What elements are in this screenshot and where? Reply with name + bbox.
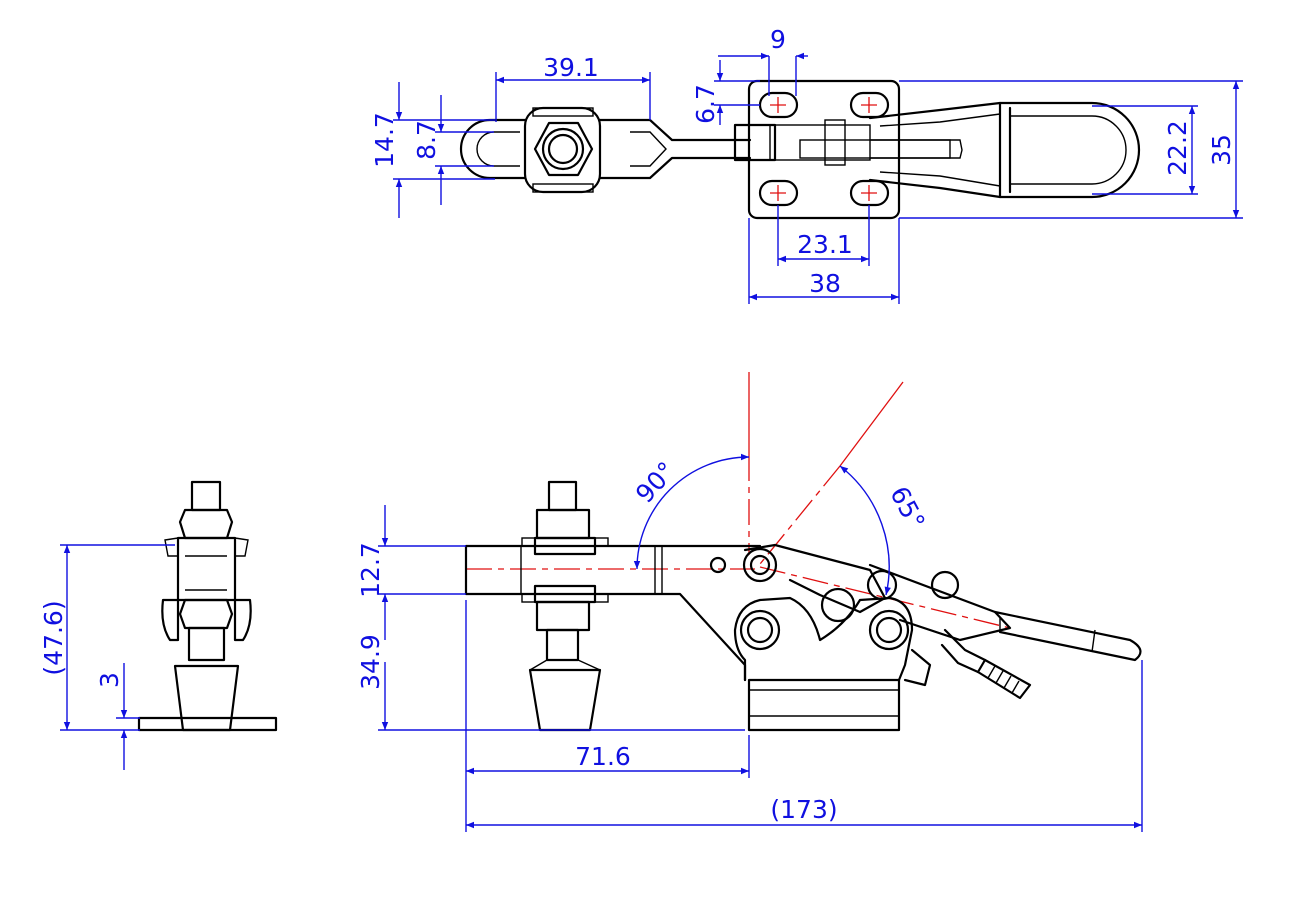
dim-12-7: 12.7 xyxy=(356,542,385,598)
angle-90: 90° xyxy=(630,456,681,508)
side-view: 90° 65° 12.7 34.9 71.6 (173) xyxy=(356,372,1143,832)
dim-8-7: 8.7 xyxy=(412,120,441,160)
dim-34-9: 34.9 xyxy=(356,634,385,690)
dim-3: 3 xyxy=(95,672,124,688)
side-dimensions: 12.7 34.9 71.6 (173) xyxy=(356,505,1143,832)
top-view: 39.1 9 6.7 14.7 8.7 22.2 35 xyxy=(370,25,1243,304)
dim-47-6: (47.6) xyxy=(39,600,68,675)
dim-71-6: 71.6 xyxy=(575,742,631,771)
side-spindle-arm xyxy=(464,480,762,732)
angle-65: 65° xyxy=(884,482,930,535)
end-view-clamp xyxy=(137,480,278,732)
dim-35: 35 xyxy=(1207,134,1236,166)
side-handle xyxy=(868,563,1142,700)
dim-23-1: 23.1 xyxy=(797,230,853,259)
dim-173: (173) xyxy=(770,795,837,824)
dim-38: 38 xyxy=(809,269,841,298)
side-view-center-lines xyxy=(466,372,1011,629)
dim-6-7: 6.7 xyxy=(691,84,720,124)
top-base-plate xyxy=(733,79,963,220)
top-dimensions: 39.1 9 6.7 14.7 8.7 22.2 35 xyxy=(370,25,1243,304)
side-body xyxy=(733,543,932,732)
top-spindle-arm xyxy=(459,106,752,194)
end-view-dimensions: (47.6) 3 xyxy=(39,544,175,770)
dim-9: 9 xyxy=(770,25,786,54)
top-handle xyxy=(868,101,1141,199)
dim-39-1: 39.1 xyxy=(543,53,599,82)
dim-22-2: 22.2 xyxy=(1163,120,1192,176)
dim-14-7: 14.7 xyxy=(370,112,399,168)
end-view: (47.6) 3 xyxy=(39,480,278,770)
side-angles: 90° 65° xyxy=(630,453,931,596)
